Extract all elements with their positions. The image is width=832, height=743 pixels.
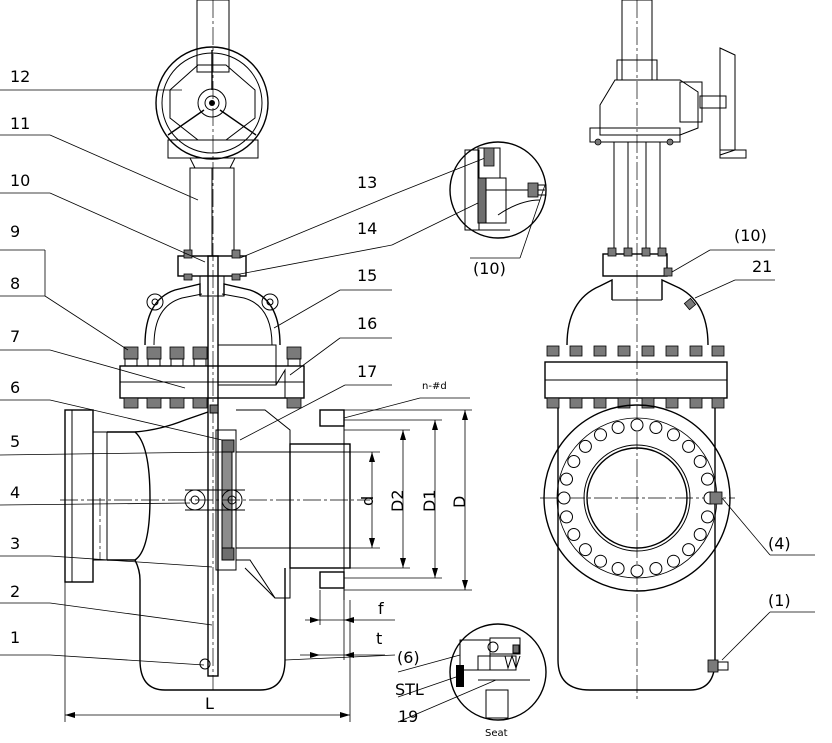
bolt-hole xyxy=(630,564,644,578)
section-view xyxy=(60,0,370,691)
callout-21: 21 xyxy=(752,257,772,276)
stem xyxy=(207,255,219,677)
flange-bolt-holes xyxy=(557,418,717,578)
bolt-hole xyxy=(611,421,625,434)
callout-6-detail: (6) xyxy=(397,648,420,667)
callout-6: 6 xyxy=(10,378,20,397)
center-leaders xyxy=(239,157,546,441)
dim-d: d xyxy=(358,496,377,506)
bolt-hole xyxy=(578,439,592,453)
bonnet xyxy=(144,283,281,346)
detail-seat: (6) STL 19 Seat xyxy=(395,623,547,739)
callout-12: 12 xyxy=(10,67,30,86)
gland-flange xyxy=(177,255,247,277)
bolt-hole xyxy=(567,455,581,468)
bolt-hole xyxy=(682,439,696,453)
bolt-hole xyxy=(560,472,573,486)
bolt-hole xyxy=(594,428,607,442)
bonnet-bolts xyxy=(123,346,302,409)
callout-8: 8 xyxy=(10,274,20,293)
callout-7: 7 xyxy=(10,327,20,346)
callout-2: 2 xyxy=(10,582,20,601)
outlet-flange-top xyxy=(319,409,345,427)
bolt-hole xyxy=(594,554,607,568)
callout-stl: STL xyxy=(395,680,424,699)
bolt-hole xyxy=(611,562,625,575)
callout-1: 1 xyxy=(10,628,20,647)
inlet-flange xyxy=(64,409,94,583)
bolt-hole xyxy=(578,543,592,557)
bolt-hole xyxy=(630,418,644,432)
bolt-hole xyxy=(567,528,581,541)
callout-17: 17 xyxy=(357,362,377,381)
dim-L: L xyxy=(205,694,214,713)
valve-body xyxy=(134,559,286,691)
left-leaders xyxy=(0,89,223,666)
bolt-hole xyxy=(667,428,680,442)
callout-15: 15 xyxy=(357,266,377,285)
callout-10-side: (10) xyxy=(734,226,767,245)
side-view: (10) 21 (4) (1) xyxy=(540,0,815,700)
callout-1-side: (1) xyxy=(768,591,791,610)
dim-t: t xyxy=(376,629,382,648)
dim-D1: D1 xyxy=(420,490,439,513)
center-callouts: 13 14 15 16 17 n-#d xyxy=(357,173,447,392)
bolt-hole xyxy=(693,455,707,468)
callout-14: 14 xyxy=(357,219,377,238)
bolt-hole xyxy=(682,543,696,557)
dimensions: d D2 D1 D f t L xyxy=(64,409,472,722)
bolt-hole xyxy=(701,510,714,524)
callout-10-detail: (10) xyxy=(473,259,506,278)
handwheel xyxy=(155,46,269,160)
callout-9: 9 xyxy=(10,222,20,241)
bolt-hole xyxy=(693,528,707,541)
callout-4-side: (4) xyxy=(768,534,791,553)
label-seat: Seat xyxy=(485,728,508,739)
dim-D: D xyxy=(450,496,469,508)
dim-D2: D2 xyxy=(388,490,407,513)
callout-16: 16 xyxy=(357,314,377,333)
end-flange xyxy=(543,404,731,592)
gearbox xyxy=(599,79,699,136)
dim-f: f xyxy=(378,599,384,618)
callout-bolt-holes: n-#d xyxy=(422,381,447,392)
bolt-hole xyxy=(649,421,663,434)
side-bonnet-bolts xyxy=(546,345,725,409)
bolt-hole xyxy=(701,472,714,486)
callout-19: 19 xyxy=(398,707,418,726)
callout-3: 3 xyxy=(10,534,20,553)
callout-13: 13 xyxy=(357,173,377,192)
bolt-hole xyxy=(560,510,573,524)
callout-5: 5 xyxy=(10,432,20,451)
left-callouts: 12 11 10 9 8 7 6 5 4 3 2 1 xyxy=(10,67,30,647)
bolt-hole xyxy=(667,554,680,568)
callout-4: 4 xyxy=(10,483,20,502)
bolt-hole xyxy=(557,491,571,505)
detail-packing: (10) xyxy=(449,141,547,278)
callout-11: 11 xyxy=(10,114,30,133)
callout-10: 10 xyxy=(10,171,30,190)
outlet-flange-bottom xyxy=(319,571,345,589)
bolt-hole xyxy=(649,562,663,575)
